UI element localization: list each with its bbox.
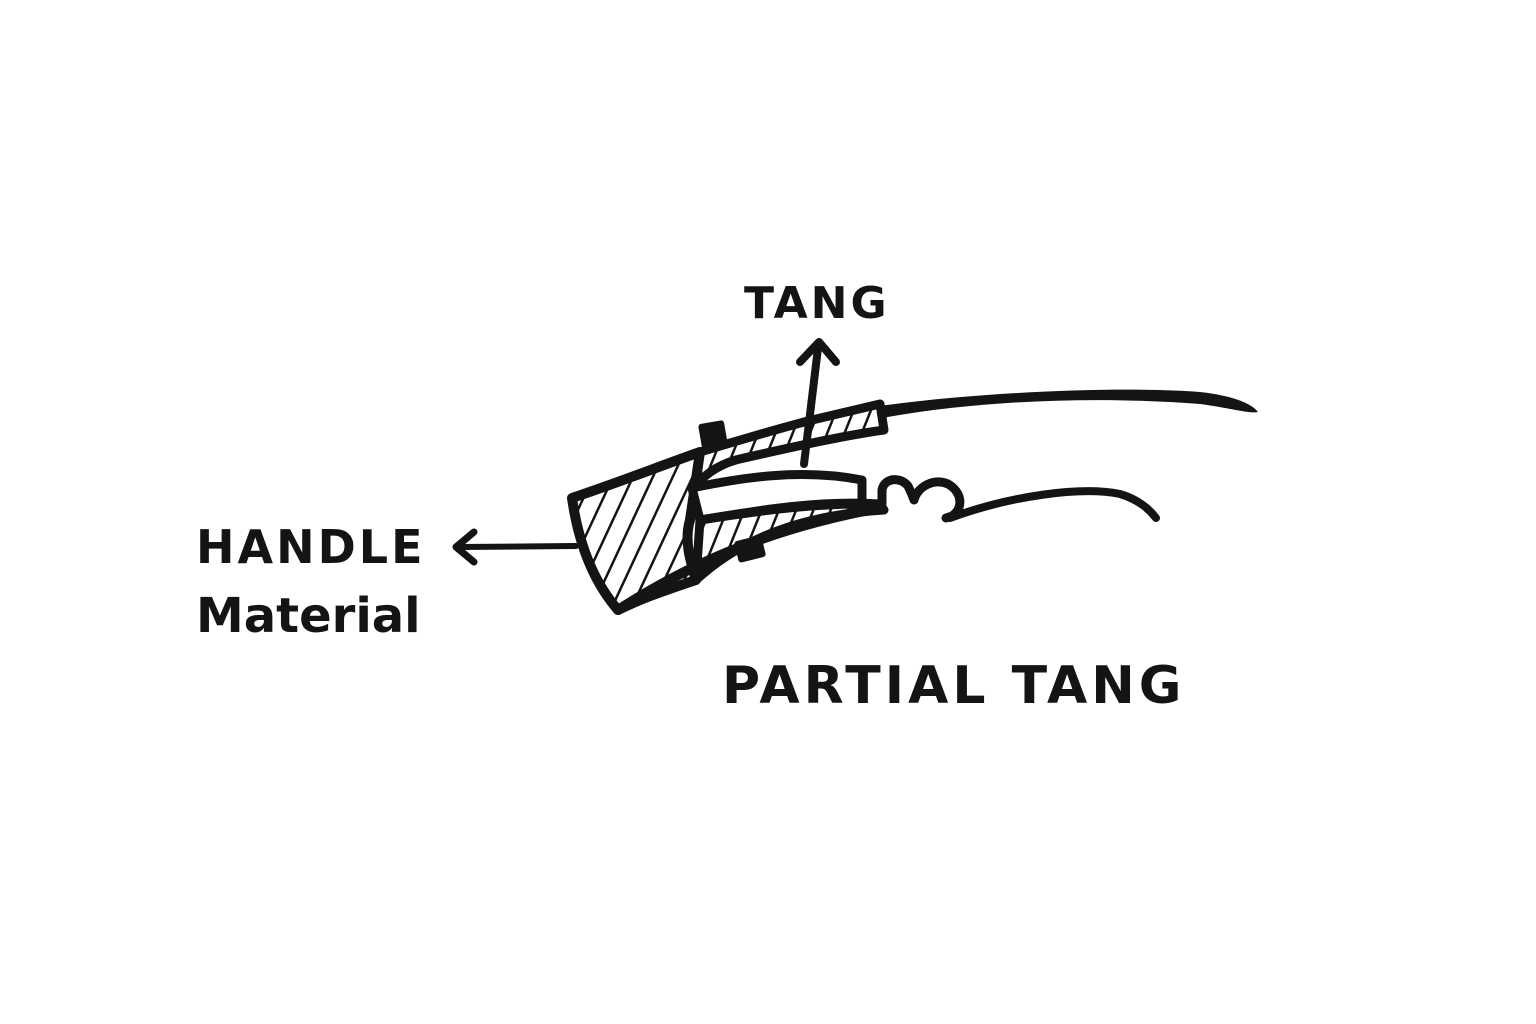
tang-arrow-icon [796,338,840,468]
handle-label: HANDLE [196,520,426,574]
bolster-curl [877,475,965,523]
blade-spine [880,389,1258,418]
bottom-rivet [734,535,766,563]
handle-lower-curve [613,503,885,615]
material-label: Material [196,588,421,644]
handle-arrow-icon [452,528,579,566]
handle-block [567,447,705,615]
upper-handle-scale [691,399,889,491]
top-rivet [698,420,728,450]
tang-label: TANG [744,278,890,329]
diagram-title: PARTIAL TANG [722,656,1186,716]
blade-edge [946,487,1160,522]
